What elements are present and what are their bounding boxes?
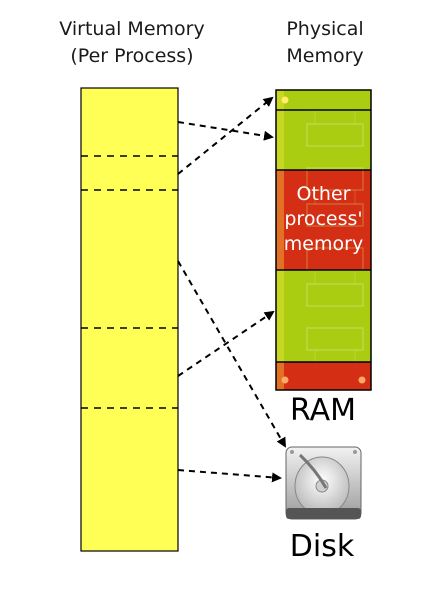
mapping-arrow [177,96,274,175]
ram-mount-hole [358,376,366,384]
other-process-label-line3: memory [284,233,363,255]
virtual-memory-column [80,87,179,552]
hard-disk-icon: Disk [285,446,362,564]
other-process-label-line2: process' [284,208,362,230]
mapping-arrow [177,121,274,141]
virtual-memory-title-line1: Virtual Memory [59,18,205,40]
disk-screw [290,450,294,454]
physical-memory-title-line1: Physical [286,18,364,40]
disk-screw [353,450,357,454]
physical-memory-title-line2: Memory [286,45,364,67]
virtual-memory-title-line2: (Per Process) [70,45,194,67]
mapping-arrows [177,96,287,483]
virtual-memory-block [80,87,179,552]
other-process-label-line1: Other [297,183,351,205]
ram-label: RAM [290,393,356,428]
ram-chip-texture [276,110,371,170]
physical-memory-title: Physical Memory [250,16,400,70]
mapping-arrow [177,310,275,377]
ram-chip-texture [276,170,371,270]
ram-mount-hole [281,96,289,104]
ram-mount-hole [281,376,289,384]
disk-label: Disk [290,529,355,564]
disk-base [286,508,361,519]
virtual-memory-title: Virtual Memory (Per Process) [22,16,242,70]
disk-arm [298,453,328,489]
ram-edge-strip [276,90,284,390]
mapping-arrow [177,469,282,483]
ram-used-block [276,362,371,390]
ram-free-block [276,90,371,110]
mapping-arrow [177,260,287,448]
ram-chip-texture [276,270,371,362]
ram-column: Other process' memory RAM [275,89,372,428]
ram-outline [275,89,372,391]
